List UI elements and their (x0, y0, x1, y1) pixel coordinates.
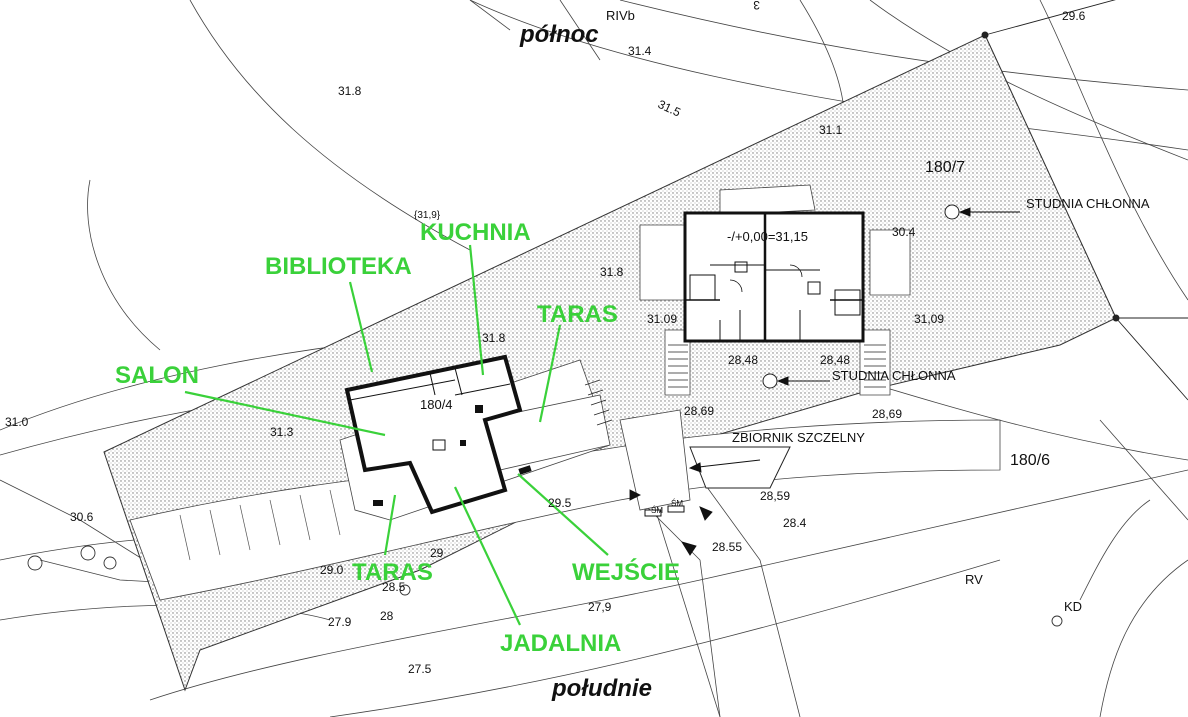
elevation-31-3: 31.3 (270, 425, 294, 439)
elevation-31-09-b: 31,09 (914, 312, 944, 326)
room-label-wejscie: WEJŚCIE (572, 558, 680, 586)
parcel-number-180-4: 180/4 (420, 397, 453, 412)
elevation-28-69-a: 28,69 (684, 404, 714, 418)
elevation-29-6: 29.6 (1062, 9, 1086, 23)
elevation-31-8-b: 31.8 (600, 265, 624, 279)
elevation-27-9-b: 27.9 (328, 615, 352, 629)
elevation-31-09-a: 31.09 (647, 312, 677, 326)
elevation-27-9-a: 27,9 (588, 600, 612, 614)
label-studnia-chlonna-1: STUDNIA CHŁONNA (1026, 196, 1150, 211)
new-house (344, 354, 523, 515)
room-label-taras-bottom: TARAS (352, 559, 433, 586)
elevation-28-55: 28.55 (712, 540, 742, 554)
elevation-27-5: 27.5 (408, 662, 432, 676)
elevation-28-69-b: 28,69 (872, 407, 902, 421)
elevation-30-4: 30.4 (892, 225, 916, 239)
elevation-29-5: 29.5 (548, 496, 572, 510)
room-label-jadalnia: JADALNIA (500, 630, 621, 657)
fixtures (373, 465, 685, 517)
room-label-taras-top: TARAS (537, 301, 618, 328)
elevation-31-1: 31.1 (819, 123, 843, 137)
label-studnia-chlonna-2: STUDNIA CHŁONNA (832, 368, 956, 383)
elevation-31-5: 31.5 (656, 97, 683, 120)
elevation-28-5: 28.5 (382, 580, 406, 594)
elevation-28-59: 28,59 (760, 489, 790, 503)
elevation-29-0: 29.0 (320, 563, 344, 577)
label-zero-level: -/+0,00=31,15 (727, 229, 808, 244)
elevation-31-8-c: 31.8 (482, 331, 506, 345)
parcel-number-180-7: 180/7 (925, 159, 965, 176)
elevation-28: 28 (380, 609, 394, 623)
existing-building (683, 211, 865, 343)
driveway-hatch (179, 489, 341, 561)
elevation-28-48-b: 28,48 (820, 353, 850, 367)
elevation-28-4: 28.4 (783, 516, 807, 530)
elevation-28-48-a: 28,48 (728, 353, 758, 367)
elevation-30-6: 30.6 (70, 510, 94, 524)
room-leaders (184, 244, 609, 626)
parcel-number-180-6: 180/6 (1010, 452, 1050, 469)
room-label-kuchnia: KUCHNIA (420, 219, 531, 246)
soil-class-rivb: RIVb (606, 8, 635, 23)
elevation-marks: 29.6 31.4 31.8 31.5 31.1 {31,9} 30.4 31.… (5, 0, 1086, 676)
south-label: południe (551, 675, 652, 702)
parcel-area (103, 34, 1117, 692)
elevation-31-4: 31.4 (628, 44, 652, 58)
elevation-31-0: 31.0 (5, 415, 29, 429)
elevation-31-8: 31.8 (338, 84, 362, 98)
elevation-31-9: {31,9} (414, 210, 441, 221)
elevation-29: 29 (430, 546, 444, 560)
leader-arrows (629, 207, 1020, 556)
soil-class-kd: KD (1064, 599, 1082, 614)
room-label-biblioteka: BIBLIOTEKA (265, 253, 412, 280)
room-label-salon: SALON (115, 362, 199, 389)
label-sm-2: ŚM (671, 499, 683, 508)
north-label: północ (519, 21, 599, 48)
soil-class-rv: RV (965, 572, 983, 587)
label-sm-1: ŚM (651, 506, 663, 515)
elevation-3-top: 3 (753, 0, 760, 12)
label-zbiornik-szczelny: ZBIORNIK SZCZELNY (732, 430, 865, 445)
tree-markers (27, 545, 1063, 627)
wells-and-tank (689, 31, 1120, 489)
